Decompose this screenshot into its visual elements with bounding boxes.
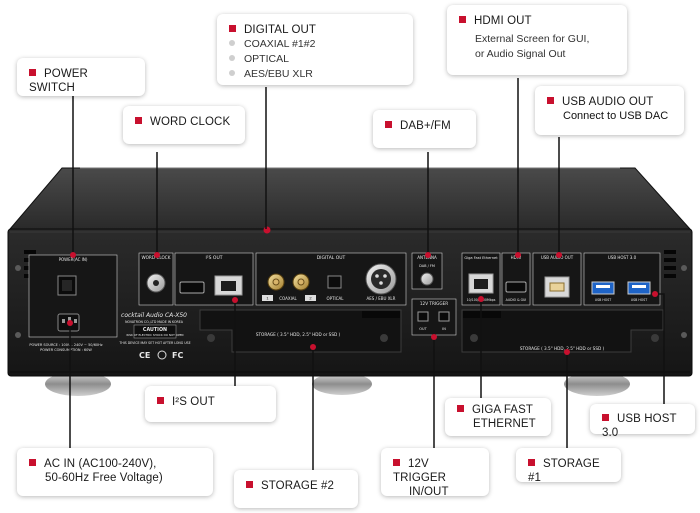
aes-ebu-panel-label: AES / EBU XLR — [367, 296, 396, 301]
coaxial-panel-label: COAXIAL — [279, 296, 297, 301]
usb-audio-out-title: USB AUDIO OUT — [562, 96, 654, 108]
coax-2-label: 2 — [309, 296, 312, 301]
leader-lines — [69, 78, 665, 470]
ce-mark: CE — [139, 351, 150, 360]
bullet-marker — [246, 481, 253, 488]
usb-host-b-label: USB HOST — [631, 298, 647, 302]
hdmi-out-line-2: or Audio Signal Out — [475, 48, 566, 60]
callout-usb-audio-out: USB AUDIO OUT Connect to USB DAC — [535, 86, 684, 135]
feet — [45, 372, 630, 396]
usb-audio-out-line: Connect to USB DAC — [563, 110, 669, 122]
trigger-in-label: IN — [442, 327, 446, 331]
warning-label: THIS DEVICE MAY SET HOT AFTER LONG USE — [118, 341, 190, 345]
bullet-marker — [602, 414, 609, 421]
coax-1-label: 1 — [266, 296, 269, 301]
fc-mark: FC — [172, 351, 183, 360]
trigger-panel-label: 12V TRIGGER — [420, 301, 448, 306]
bullet-marker — [459, 16, 466, 23]
bullet-marker — [457, 405, 464, 412]
digital-out-item-optical: OPTICAL — [229, 52, 401, 67]
callout-dab-fm: DAB+/FM — [373, 110, 476, 148]
callout-usb-host: USB HOST 3.0 — [590, 404, 695, 439]
callout-storage-1: STORAGE #1 — [516, 448, 621, 484]
storage-1-title: STORAGE #1 — [528, 458, 600, 484]
bullet-marker — [393, 459, 400, 466]
dab-fm-title: DAB+/FM — [400, 120, 451, 132]
callout-giga-fast-ethernet: GIGA FAST ETHERNET — [445, 398, 551, 436]
storage-label-right: STORAGE ( 3.5" HDD, 2.5" HDD or SSD ) — [520, 346, 605, 351]
ac-in-title-2: 50-60Hz Free Voltage) — [45, 472, 163, 484]
trigger-out-jack[interactable] — [417, 311, 429, 322]
power-ac-in-label: POWER(AC IN) — [59, 257, 88, 262]
bullet-marker — [29, 459, 36, 466]
bullet-marker — [29, 69, 36, 76]
hdmi-out-line-1: External Screen for GUI, — [475, 33, 590, 45]
usb-host-a-label: USB HOST — [595, 298, 611, 302]
bullet-marker — [528, 459, 535, 466]
hdmi-panel-label: HDMI — [511, 255, 522, 260]
usb-host-section — [583, 252, 661, 306]
bullet-marker — [547, 97, 554, 104]
power-source-text: POWER SOURCE : 100V - 240V ~ 50/60Hz — [29, 343, 102, 347]
top-cover — [8, 167, 692, 230]
storage-label-left: STORAGE ( 3.5" HDD, 2.5" HDD or SSD ) — [256, 332, 341, 337]
bullet-marker — [157, 397, 164, 404]
trigger-title-1: 12V TRIGGER — [393, 458, 447, 484]
callout-word-clock: WORD CLOCK — [123, 106, 245, 144]
i2s-hdmi-port[interactable] — [179, 281, 205, 294]
i2s-panel-label: I²S OUT — [205, 255, 222, 261]
callout-digital-out: DIGITAL OUT COAXIAL #1#2 OPTICAL AES/EBU… — [217, 14, 413, 85]
hdmi-out-title: HDMI OUT — [474, 15, 532, 27]
callout-ac-in: AC IN (AC100-240V), 50-60Hz Free Voltage… — [17, 448, 213, 496]
optical-panel-label: OPTICAL — [327, 296, 345, 301]
digital-out-item-coaxial: COAXIAL #1#2 — [229, 37, 401, 52]
usb-audio-out-panel-label: USB AUDIO OUT — [541, 255, 574, 260]
caution-label: CAUTION — [143, 327, 167, 333]
caution-plate — [133, 324, 177, 339]
storage-2-title: STORAGE #2 — [261, 480, 335, 492]
brand-label: cocktail Audio CA-X50 — [121, 312, 187, 319]
bullet-marker — [385, 121, 392, 128]
hdmi-section — [501, 252, 531, 306]
giga-fast-ethernet-panel-label: Giga Fast Ethernet — [464, 256, 498, 260]
power-switch-title: POWER SWITCH — [29, 68, 88, 94]
usb-host-title: USB HOST 3.0 — [602, 413, 677, 439]
maker-label: NOVATRON CO.,LTD MADE IN KOREA — [125, 320, 184, 324]
ac-in-title-1: AC IN (AC100-240V), — [44, 458, 157, 470]
word-clock-title: WORD CLOCK — [150, 116, 231, 128]
trigger-out-label: OUT — [419, 327, 427, 331]
callout-power-switch: POWER SWITCH — [17, 58, 145, 96]
digital-out-panel-label: DIGITAL OUT — [317, 255, 346, 261]
hdmi-port[interactable] — [505, 281, 527, 293]
giga-fast-ethernet-title-1: GIGA FAST — [472, 404, 533, 416]
i2s-out-title: I²S OUT — [172, 396, 215, 408]
storage-bay-1 — [461, 309, 664, 353]
trigger-title-2: IN/OUT — [409, 486, 449, 498]
bullet-marker — [229, 25, 236, 32]
dab-fm-panel-label: DAB / FM — [419, 264, 435, 268]
leader-dots — [67, 252, 658, 355]
digital-out-item-aes-ebu: AES/EBU XLR — [229, 67, 401, 82]
callout-12v-trigger: 12V TRIGGER IN/OUT — [381, 448, 489, 498]
digital-out-title: DIGITAL OUT — [244, 24, 317, 36]
storage-bay-2 — [199, 309, 402, 353]
callout-hdmi-out: HDMI OUT External Screen for GUI, or Aud… — [447, 5, 627, 75]
bullet-marker — [135, 117, 142, 124]
caution-sub-label: RISK OF ELECTRIC SHOCK DO NOT OPEN — [127, 333, 184, 337]
callout-storage-2: STORAGE #2 — [234, 470, 358, 508]
giga-fast-ethernet-title-2: ETHERNET — [473, 418, 536, 430]
optical-port[interactable] — [327, 275, 342, 289]
antenna-port[interactable] — [420, 272, 434, 286]
hdmi-sub-label: AUDIO & GUI — [506, 298, 527, 302]
trigger-in-jack[interactable] — [438, 311, 450, 322]
usb-host-panel-label: USB HOST 3.0 — [608, 255, 637, 260]
power-consumption-text: POWER CONSUMPTION : 60W — [40, 348, 92, 352]
callout-i2s-out: I²S OUT — [145, 386, 276, 422]
